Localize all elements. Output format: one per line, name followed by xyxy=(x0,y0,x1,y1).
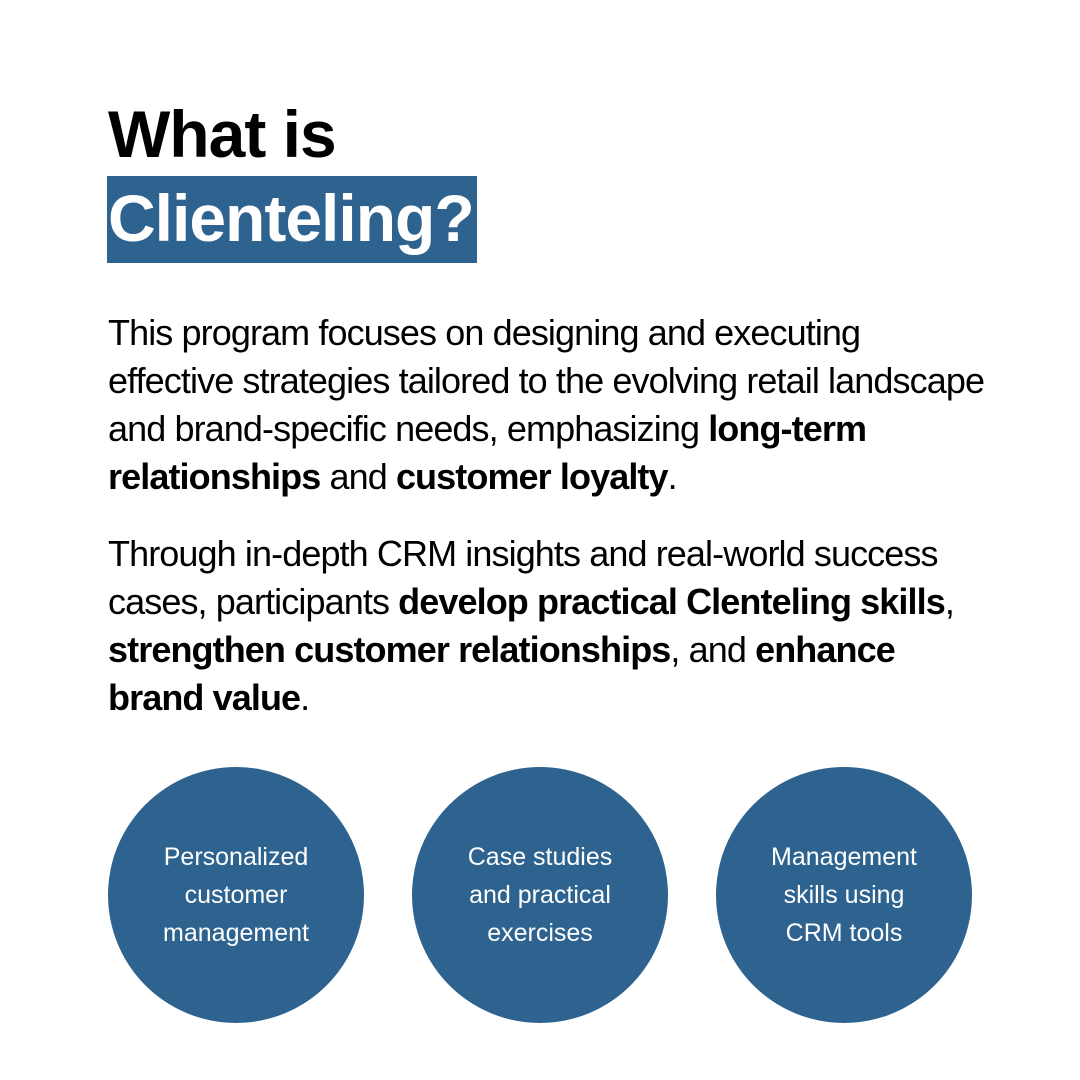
paragraph-2-bold-1: develop practical Clenteling skills xyxy=(398,581,946,622)
intro-paragraph: This program focuses on designing and ex… xyxy=(108,309,988,501)
paragraph-1-bold-1: long-term relationships xyxy=(108,408,867,497)
paragraph-2-text-2: , xyxy=(944,581,955,622)
feature-circle-crm-tools: Management skills using CRM tools xyxy=(716,767,972,1023)
paragraph-1-text-3: . xyxy=(667,456,678,497)
title-line-2: Clienteling? xyxy=(108,181,475,255)
feature-circle-label: Personalized customer management xyxy=(163,843,309,947)
title-highlight-box xyxy=(107,176,477,263)
feature-circle-label: Management skills using CRM tools xyxy=(771,843,917,947)
details-paragraph: Through in-depth CRM insights and real-w… xyxy=(108,530,988,722)
paragraph-1-bold-2: customer loyalty xyxy=(395,456,669,497)
paragraph-2-text-3: , and xyxy=(670,629,756,670)
paragraph-2-text-4: . xyxy=(300,677,310,718)
paragraph-2-text-1: Through in-depth CRM insights and real-w… xyxy=(108,533,938,622)
paragraph-2-bold-2: strengthen customer relationships xyxy=(108,629,671,670)
feature-circle-personalized-management: Personalized customer management xyxy=(108,767,364,1023)
paragraph-2-bold-3: enhance brand value xyxy=(108,629,896,718)
title-line-1: What is xyxy=(108,97,337,171)
feature-circle-label: Case studies and practical exercises xyxy=(467,843,613,947)
paragraph-1-text-1: This program focuses on designing and ex… xyxy=(108,312,985,449)
paragraph-1-text-2: and xyxy=(320,456,396,497)
feature-circle-case-studies: Case studies and practical exercises xyxy=(412,767,668,1023)
